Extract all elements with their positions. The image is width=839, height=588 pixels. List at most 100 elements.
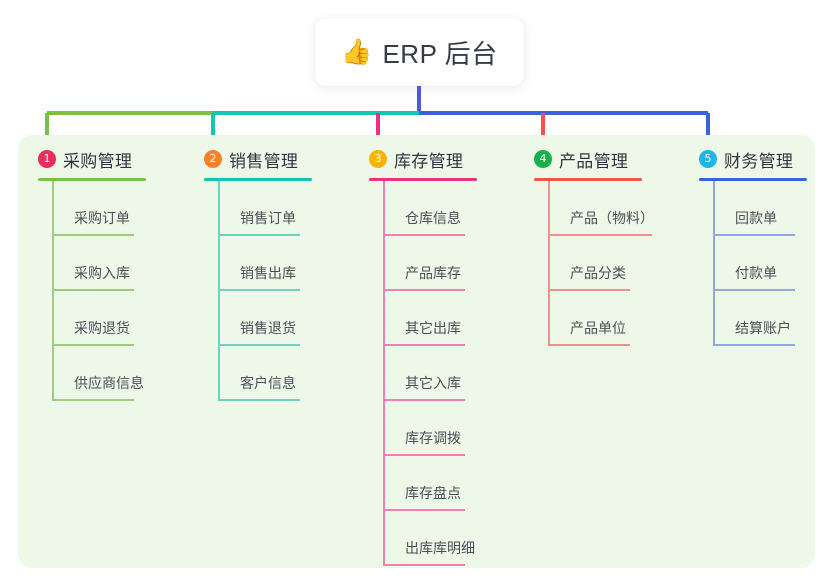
branch-item-label: 出库库明细 xyxy=(405,540,475,556)
branch-item-rule xyxy=(383,564,465,566)
branch-item-rule xyxy=(383,509,465,511)
branch-item-rule xyxy=(218,289,300,291)
branch-item[interactable]: 付款单 xyxy=(699,236,807,291)
branch-item-label: 其它入库 xyxy=(405,375,461,391)
branch-title: 库存管理 xyxy=(394,151,464,171)
branch-header-rule xyxy=(369,178,477,181)
branch-title: 财务管理 xyxy=(724,151,794,171)
branch-item[interactable]: 销售退货 xyxy=(204,291,312,346)
branch-item-label: 回款单 xyxy=(735,210,777,226)
branch-item-rule xyxy=(52,344,134,346)
branch-items: 产品（物料） 产品分类产品单位 xyxy=(534,181,654,346)
branch-header-rule xyxy=(534,178,642,181)
branch-number-badge: 3 xyxy=(369,150,387,168)
branch-spine xyxy=(52,181,54,401)
branch-item-rule xyxy=(383,399,465,401)
branch-item[interactable]: 采购退货 xyxy=(38,291,146,346)
branch-number-badge: 4 xyxy=(534,150,552,168)
branch-column-3: 3 库存管理仓库信息产品库存其它出库其它入库库存调拨库存盘点出库库明细 xyxy=(369,146,477,566)
branch-item[interactable]: 其它入库 xyxy=(369,346,477,401)
branch-spine xyxy=(713,181,715,346)
branch-item-label: 客户信息 xyxy=(240,375,296,391)
branch-item[interactable]: 仓库信息 xyxy=(369,181,477,236)
branch-item-rule xyxy=(713,234,795,236)
branch-item[interactable]: 供应商信息 xyxy=(38,346,146,401)
branch-item-label: 产品单位 xyxy=(570,320,626,336)
root-title: ERP 后台 xyxy=(382,38,498,69)
branch-item[interactable]: 结算账户 xyxy=(699,291,807,346)
branch-item-label: 付款单 xyxy=(735,265,777,281)
branch-item-label: 采购退货 xyxy=(74,320,130,336)
branch-item-label: 产品分类 xyxy=(570,265,626,281)
branch-column-4: 4 产品管理产品（物料） 产品分类产品单位 xyxy=(534,146,654,346)
branch-column-1: 1 采购管理采购订单采购入库采购退货供应商信息 xyxy=(38,146,146,401)
branch-header-rule xyxy=(699,178,807,181)
branch-item-rule xyxy=(52,234,134,236)
branch-item-label: 结算账户 xyxy=(735,320,791,336)
branch-number-badge: 5 xyxy=(699,150,717,168)
branch-item-rule xyxy=(52,289,134,291)
branch-header-rule xyxy=(204,178,312,181)
branch-number-badge: 1 xyxy=(38,150,56,168)
branch-item-label: 其它出库 xyxy=(405,320,461,336)
branch-title: 销售管理 xyxy=(229,151,299,171)
branch-item-rule xyxy=(383,234,465,236)
branch-item[interactable]: 产品（物料） xyxy=(534,181,654,236)
branch-item-rule xyxy=(383,344,465,346)
branch-item-rule xyxy=(713,344,795,346)
branch-item[interactable]: 销售订单 xyxy=(204,181,312,236)
branch-header-4[interactable]: 4 产品管理 xyxy=(534,146,642,172)
branch-column-2: 2 销售管理销售订单销售出库销售退货客户信息 xyxy=(204,146,312,401)
branch-title: 产品管理 xyxy=(559,151,629,171)
branch-item-label: 销售退货 xyxy=(240,320,296,336)
branch-item-rule xyxy=(383,289,465,291)
branch-item-label: 库存盘点 xyxy=(405,485,461,501)
branch-item-rule xyxy=(548,289,630,291)
branch-item[interactable]: 销售出库 xyxy=(204,236,312,291)
branch-spine xyxy=(548,181,550,346)
branch-item[interactable]: 库存调拨 xyxy=(369,401,477,456)
branch-item-label: 产品（物料） xyxy=(570,210,654,226)
branch-item-rule xyxy=(218,234,300,236)
branch-items: 销售订单销售出库销售退货客户信息 xyxy=(204,181,312,401)
branch-item-label: 采购入库 xyxy=(74,265,130,281)
branch-number-badge: 2 xyxy=(204,150,222,168)
branch-item-rule xyxy=(218,344,300,346)
branch-item[interactable]: 采购入库 xyxy=(38,236,146,291)
branch-item[interactable]: 产品分类 xyxy=(534,236,642,291)
branch-item[interactable]: 回款单 xyxy=(699,181,807,236)
branch-item[interactable]: 产品库存 xyxy=(369,236,477,291)
branch-item-label: 供应商信息 xyxy=(74,375,144,391)
branch-header-3[interactable]: 3 库存管理 xyxy=(369,146,477,172)
branch-header-5[interactable]: 5 财务管理 xyxy=(699,146,807,172)
branch-header-1[interactable]: 1 采购管理 xyxy=(38,146,146,172)
branch-item-rule xyxy=(548,234,652,236)
branch-items: 回款单付款单结算账户 xyxy=(699,181,807,346)
branch-header-2[interactable]: 2 销售管理 xyxy=(204,146,312,172)
branch-spine xyxy=(383,181,385,566)
branch-item[interactable]: 库存盘点 xyxy=(369,456,477,511)
branch-item-rule xyxy=(52,399,134,401)
branch-item-label: 销售出库 xyxy=(240,265,296,281)
branch-item[interactable]: 其它出库 xyxy=(369,291,477,346)
branch-item-label: 销售订单 xyxy=(240,210,296,226)
branch-item-rule xyxy=(218,399,300,401)
branch-item-label: 库存调拨 xyxy=(405,430,461,446)
branch-item-label: 产品库存 xyxy=(405,265,461,281)
branch-item[interactable]: 出库库明细 xyxy=(369,511,477,566)
branch-item-rule xyxy=(383,454,465,456)
thumbs-up-icon: 👍 xyxy=(341,37,373,66)
branch-items: 采购订单采购入库采购退货供应商信息 xyxy=(38,181,146,401)
branch-item-label: 仓库信息 xyxy=(405,210,461,226)
branch-spine xyxy=(218,181,220,401)
branch-item[interactable]: 采购订单 xyxy=(38,181,146,236)
branch-item[interactable]: 客户信息 xyxy=(204,346,312,401)
branch-items: 仓库信息产品库存其它出库其它入库库存调拨库存盘点出库库明细 xyxy=(369,181,477,566)
root-node[interactable]: 👍 ERP 后台 xyxy=(315,18,524,86)
branch-item-rule xyxy=(548,344,630,346)
branch-item[interactable]: 产品单位 xyxy=(534,291,642,346)
branch-item-rule xyxy=(713,289,795,291)
branch-header-rule xyxy=(38,178,146,181)
branch-title: 采购管理 xyxy=(63,151,133,171)
